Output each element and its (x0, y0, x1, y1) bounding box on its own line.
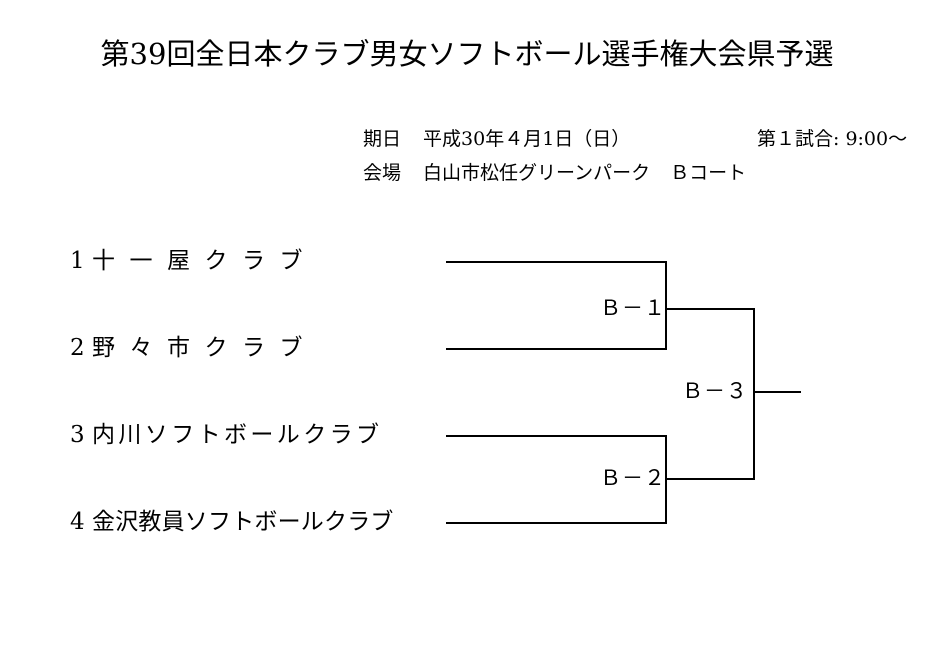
team-seed-3: 3 (70, 422, 85, 448)
bracket-line-team-4 (446, 522, 667, 524)
page-title: 第39回全日本クラブ男女ソフトボール選手権大会県予選 (100, 37, 834, 71)
venue-court: Ｂコート (670, 162, 747, 184)
bracket-team-row-4: 4 金沢教員ソフトボールクラブ (70, 511, 394, 534)
team-seed-2: 2 (70, 335, 85, 361)
match-label-b2: Ｂ－２ (600, 466, 666, 490)
team-name-4: 金沢教員ソフトボールクラブ (92, 509, 394, 535)
venue-value: 白山市松任グリーンパーク (423, 162, 651, 184)
date-label: 期日 (363, 128, 402, 150)
date-value: 平成30年４月1日（日） (423, 128, 631, 150)
team-name-3: 内川ソフトボールクラブ (92, 422, 383, 448)
bracket-line-b2-advance (665, 478, 755, 480)
bracket-team-row-1: 1 十一屋クラブ (70, 250, 317, 273)
match-label-b3: Ｂ－３ (682, 379, 748, 403)
bracket-team-row-2: 2 野々市クラブ (70, 337, 317, 360)
bracket-line-b1-advance (665, 308, 755, 310)
bracket-team-row-3: 3 内川ソフトボールクラブ (70, 424, 382, 447)
bracket-connector-b1 (665, 261, 667, 350)
team-name-2: 野々市クラブ (92, 335, 317, 361)
bracket-connector-b3 (753, 308, 755, 480)
first-game-value: 第１試合: 9:00〜 (757, 128, 908, 150)
match-label-b1: Ｂ－１ (600, 296, 666, 320)
first-game-time: 第１試合: 9:00〜 (757, 126, 907, 152)
event-date-line: 期日平成30年４月1日（日） (363, 126, 630, 152)
team-name-1: 十一屋クラブ (92, 248, 317, 274)
team-seed-1: 1 (70, 248, 85, 274)
venue-label: 会場 (363, 162, 402, 184)
bracket-line-champion (753, 391, 801, 393)
bracket-line-team-2 (446, 348, 667, 350)
bracket-line-team-3 (446, 435, 667, 437)
team-seed-4: 4 (70, 509, 85, 535)
bracket-line-team-1 (446, 261, 667, 263)
event-venue-line: 会場白山市松任グリーンパーク Ｂコート (363, 160, 746, 186)
